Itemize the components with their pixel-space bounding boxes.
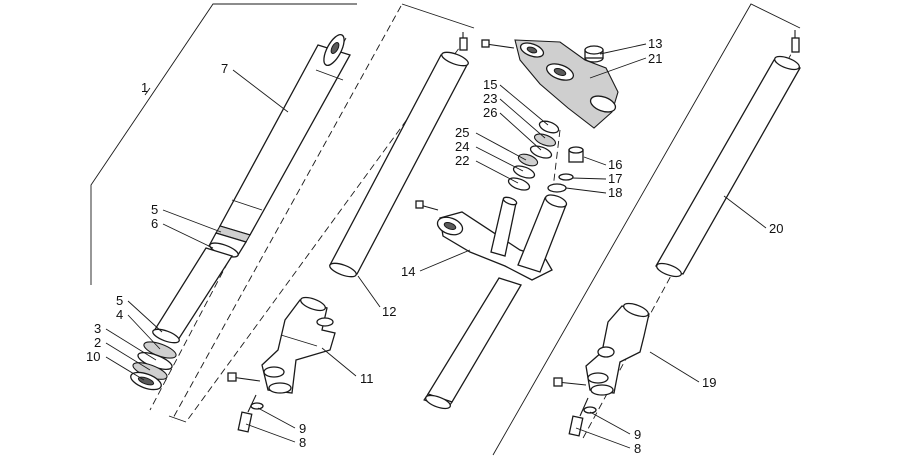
callout-13: 13: [648, 36, 662, 51]
fork-foot-11: [261, 296, 336, 394]
bearing-stack-15-26: [529, 120, 560, 159]
lower-yoke-14: [415, 194, 568, 281]
slider-tube-12: [329, 32, 469, 278]
callout-14: 14: [401, 264, 415, 279]
leader-lines: [105, 43, 767, 449]
callout-12: 12: [382, 304, 396, 319]
fork-foot-19: [585, 302, 650, 396]
assembly-bracket-1: [90, 3, 357, 285]
callout-labels: 1 7 5 6 5 4 3 2 10 12 11 9 8 13 21 15 23…: [86, 36, 783, 456]
stanchion-tube-center: [423, 277, 522, 410]
inner-tube: [152, 247, 234, 344]
callout-8-right: 8: [634, 441, 641, 456]
callout-2: 2: [94, 335, 101, 350]
callout-26: 26: [483, 105, 497, 120]
callout-22: 22: [455, 153, 469, 168]
callout-21: 21: [648, 51, 662, 66]
bolt-upper-left: [227, 372, 261, 382]
callout-6: 6: [151, 216, 158, 231]
callout-7: 7: [221, 61, 228, 76]
callout-20: 20: [769, 221, 783, 236]
cap-16-17-18: [547, 146, 584, 193]
callout-18: 18: [608, 185, 622, 200]
slider-tube-20: [655, 30, 801, 278]
slider-group-20-19: [553, 30, 801, 441]
washer-9-bolt-8-left: [237, 394, 264, 433]
callout-8-left: 8: [299, 435, 306, 450]
callout-9-right: 9: [634, 427, 641, 442]
callout-24: 24: [455, 139, 469, 154]
top-yoke-21: [481, 39, 619, 129]
callout-1: 1: [141, 80, 148, 95]
callout-16: 16: [608, 157, 622, 172]
nut-13: [584, 45, 604, 63]
outer-tube-7: [215, 33, 351, 243]
washer-9-bolt-8-right: [568, 397, 597, 437]
callout-25: 25: [455, 125, 469, 140]
callout-9-left: 9: [299, 421, 306, 436]
callout-5-upper: 5: [151, 202, 158, 217]
steering-group: [415, 3, 801, 456]
bolt-upper-right: [553, 377, 587, 387]
callout-11: 11: [360, 371, 374, 386]
callout-5-lower: 5: [116, 293, 123, 308]
slider-group-12-11: [171, 5, 469, 433]
assembly-bracket-center: [168, 3, 475, 423]
callout-19: 19: [702, 375, 716, 390]
callout-15: 15: [483, 77, 497, 92]
callout-4: 4: [116, 307, 123, 322]
callout-3: 3: [94, 321, 101, 336]
callout-23: 23: [483, 91, 497, 106]
left-fork-leg: [130, 33, 351, 411]
callout-10: 10: [86, 349, 100, 364]
callout-17: 17: [608, 171, 622, 186]
